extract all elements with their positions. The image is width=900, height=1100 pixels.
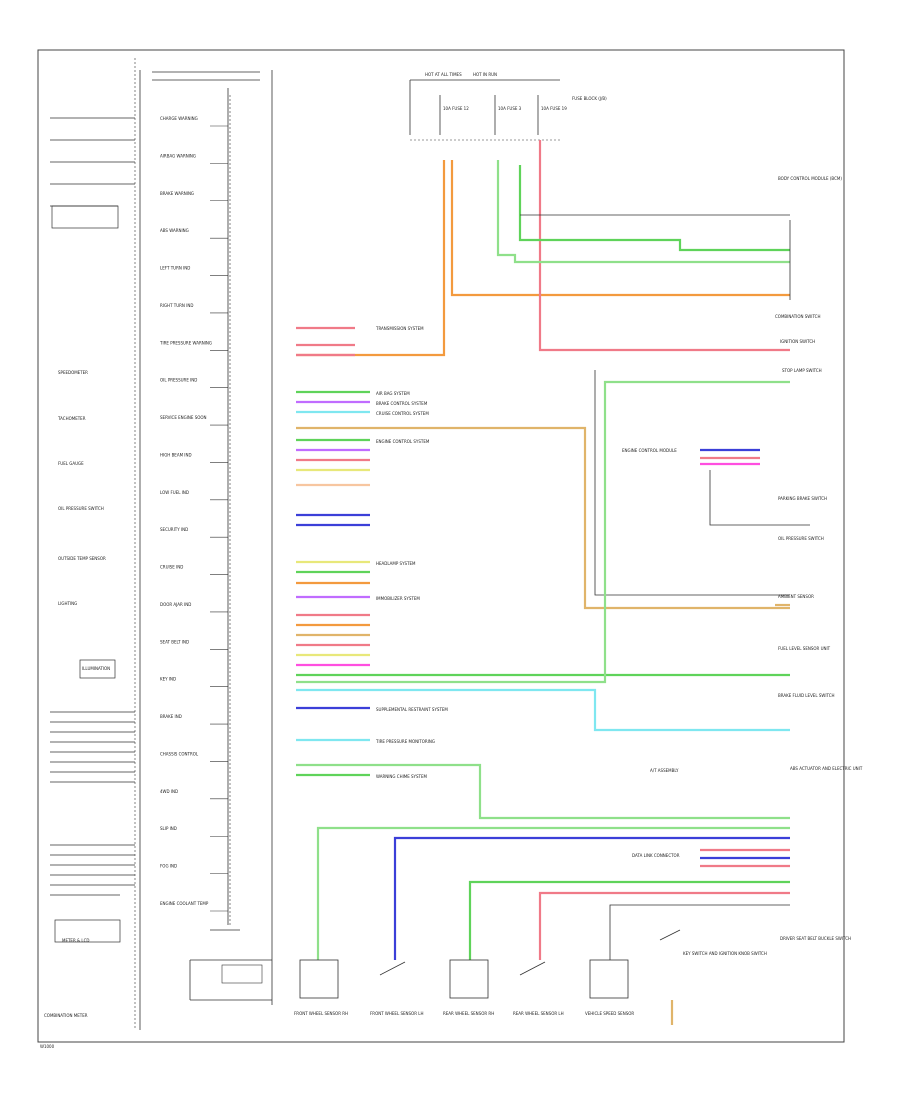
label-fuse-19: 10A FUSE 19 bbox=[541, 106, 567, 111]
indicator-label: RIGHT TURN IND bbox=[160, 303, 193, 308]
wire-orange-bcm bbox=[450, 160, 790, 297]
footer-figure-code: W1000 bbox=[40, 1044, 55, 1049]
label-fuse-block: FUSE BLOCK (J/B) bbox=[572, 96, 607, 101]
label-abs-actuator: ABS ACTUATOR AND ELECTRIC UNIT bbox=[790, 766, 863, 771]
label-key-switch: KEY SWITCH AND IGNITION KNOB SWITCH bbox=[683, 951, 767, 956]
label-fuse-3: 10A FUSE 3 bbox=[498, 106, 522, 111]
label-fuel-level-sensor: FUEL LEVEL SENSOR UNIT bbox=[778, 646, 831, 651]
label-illumination: ILLUMINATION bbox=[82, 666, 110, 671]
label-lighting: LIGHTING bbox=[58, 601, 77, 606]
indicator-label: CHARGE WARNING bbox=[160, 116, 198, 121]
indicator-label: CHASSIS CONTROL bbox=[160, 751, 199, 756]
indicator-label: TIRE PRESSURE WARNING bbox=[159, 340, 212, 345]
indicator-labels: CHARGE WARNING AIRBAG WARNING BRAKE WARNIN… bbox=[159, 116, 228, 912]
label-hot-at-all-times: HOT AT ALL TIMES bbox=[425, 72, 462, 77]
indicator-label: 4WD IND bbox=[160, 789, 178, 794]
wire-tan-engine bbox=[296, 426, 790, 610]
label-outside-temp: OUTSIDE TEMP SENSOR bbox=[58, 556, 106, 561]
label-speedometer: SPEEDOMETER bbox=[58, 370, 88, 375]
label-tachometer: TACHOMETER bbox=[57, 416, 86, 421]
wire-gray-parking bbox=[594, 370, 790, 596]
indicator-label: OIL PRESSURE IND bbox=[160, 378, 197, 383]
indicator-label: SLIP IND bbox=[160, 826, 177, 831]
label-parking-brake: PARKING BRAKE SWITCH bbox=[778, 496, 827, 501]
wire-green-wheel-rh-front bbox=[316, 826, 790, 960]
label-fuse-12: 10A FUSE 12 bbox=[443, 106, 469, 111]
label-front-wheel-lh: FRONT WHEEL SENSOR LH bbox=[370, 1011, 424, 1016]
wire-pink-ignition bbox=[538, 140, 790, 352]
label-system-immobilizer: IMMOBILIZER SYSTEM bbox=[376, 596, 420, 601]
label-bcm: BODY CONTROL MODULE (BCM) bbox=[778, 176, 842, 181]
indicator-label: SEAT BELT IND bbox=[160, 639, 189, 644]
label-ecm: ENGINE CONTROL MODULE bbox=[622, 448, 677, 453]
label-rear-wheel-rh: REAR WHEEL SENSOR RH bbox=[443, 1011, 494, 1016]
label-front-wheel-rh: FRONT WHEEL SENSOR RH bbox=[294, 1011, 348, 1016]
wire-blue-wheel-lh-front bbox=[393, 836, 790, 960]
indicator-label: BRAKE WARNING bbox=[160, 191, 194, 196]
label-ambient-sensor: AMBIENT SENSOR bbox=[778, 594, 814, 599]
label-system-srs: SUPPLEMENTAL RESTRAINT SYSTEM bbox=[376, 707, 448, 712]
system-labels: TRANSMISSION SYSTEM AIR BAG SYSTEM BRAKE… bbox=[375, 326, 448, 779]
label-rear-wheel-lh: REAR WHEEL SENSOR LH bbox=[513, 1011, 564, 1016]
wire-green-bcm bbox=[518, 165, 790, 252]
indicator-label: CRUISE IND bbox=[160, 565, 183, 570]
label-oil-pressure-switch-right: OIL PRESSURE SWITCH bbox=[778, 536, 824, 541]
indicator-label: HIGH BEAM IND bbox=[160, 452, 192, 457]
label-system-transmission: TRANSMISSION SYSTEM bbox=[375, 326, 424, 331]
label-brake-fluid: BRAKE FLUID LEVEL SWITCH bbox=[778, 693, 835, 698]
label-vehicle-speed: VEHICLE SPEED SENSOR bbox=[585, 1011, 634, 1016]
indicator-label: ABS WARNING bbox=[160, 228, 189, 233]
wire-pink-rear-lh bbox=[538, 891, 790, 960]
label-system-headlamp: HEADLAMP SYSTEM bbox=[376, 561, 416, 566]
indicator-label: SECURITY IND bbox=[160, 527, 188, 532]
label-system-brake: BRAKE CONTROL SYSTEM bbox=[376, 401, 428, 406]
indicator-column bbox=[152, 70, 273, 1005]
label-combination-switch: COMBINATION SWITCH bbox=[775, 314, 820, 319]
fuse-block: HOT AT ALL TIMES HOT IN RUN 10A FUSE 12 … bbox=[409, 72, 607, 141]
indicator-label: AIRBAG WARNING bbox=[160, 153, 196, 158]
wire-green-combo-switch bbox=[496, 160, 790, 264]
label-stop-lamp-switch: STOP LAMP SWITCH bbox=[782, 368, 822, 373]
indicator-label: FOG IND bbox=[160, 864, 177, 869]
label-system-engine: ENGINE CONTROL SYSTEM bbox=[376, 439, 430, 444]
wire-cyan-oil bbox=[296, 688, 790, 732]
wire-green-stop-lamp bbox=[296, 380, 790, 684]
label-meter-lcd: METER & LCD bbox=[62, 938, 90, 943]
label-system-airbag: AIR BAG SYSTEM bbox=[376, 391, 410, 396]
wire-black-vss bbox=[609, 904, 790, 960]
label-seat-belt: DRIVER SEAT BELT BUCKLE SWITCH bbox=[780, 936, 851, 941]
meter-internal-lines bbox=[50, 117, 135, 943]
indicator-label: LOW FUEL IND bbox=[160, 490, 189, 495]
label-hot-in-run: HOT IN RUN bbox=[473, 72, 497, 77]
indicator-label: SERVICE ENGINE SOON bbox=[160, 415, 207, 420]
right-component-labels: BODY CONTROL MODULE (BCM) COMBINATION SW… bbox=[622, 176, 863, 941]
label-data-link: DATA LINK CONNECTOR bbox=[632, 853, 680, 858]
label-system-chime: WARNING CHIME SYSTEM bbox=[376, 774, 428, 779]
indicator-label: KEY IND bbox=[160, 677, 176, 682]
label-oil-pressure: OIL PRESSURE SWITCH bbox=[58, 506, 104, 511]
indicator-label: BRAKE IND bbox=[160, 714, 182, 719]
wire-harness bbox=[296, 140, 810, 1025]
label-system-cruise: CRUISE CONTROL SYSTEM bbox=[376, 411, 429, 416]
diagram-frame bbox=[37, 49, 845, 1043]
indicator-label: LEFT TURN IND bbox=[160, 266, 190, 271]
left-component-labels: SPEEDOMETER TACHOMETER FUEL GAUGE OIL PR… bbox=[40, 370, 110, 1049]
indicator-label: DOOR AJAR IND bbox=[160, 602, 191, 607]
label-fuel-gauge: FUEL GAUGE bbox=[58, 461, 84, 466]
label-ignition-switch: IGNITION SWITCH bbox=[780, 339, 815, 344]
label-at-assembly: A/T ASSEMBLY bbox=[650, 768, 679, 773]
label-system-tpms: TIRE PRESSURE MONITORING bbox=[375, 739, 435, 744]
indicator-label: ENGINE COOLANT TEMP bbox=[160, 901, 209, 906]
footer-meter-title: COMBINATION METER bbox=[44, 1013, 88, 1018]
wire-green-rear-rh bbox=[468, 880, 790, 960]
bottom-sensors: FRONT WHEEL SENSOR RH FRONT WHEEL SENSOR… bbox=[294, 929, 767, 1016]
wire-green-brake-fluid bbox=[296, 763, 790, 820]
